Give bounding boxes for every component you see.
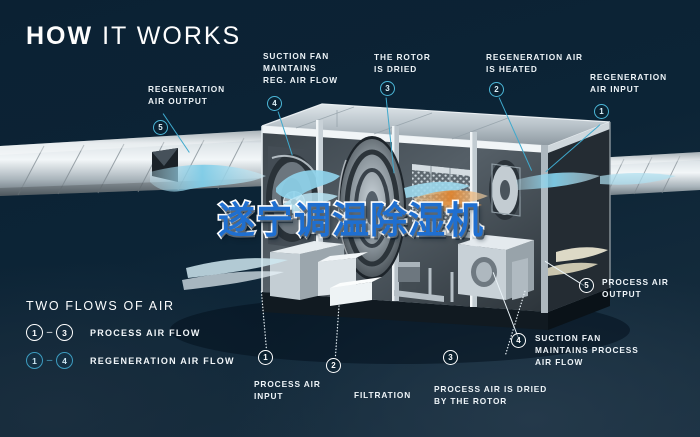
callout-label-regeneration-air-input: REGENERATION AIR INPUT xyxy=(590,72,668,94)
legend-row-process-air-flow: 1 – 3 PROCESS AIR FLOW xyxy=(26,324,235,341)
right-lower-panels xyxy=(458,235,534,300)
legend-label: PROCESS AIR FLOW xyxy=(90,327,201,338)
legend-marker-from: 1 xyxy=(26,352,43,369)
callout-marker-filtration[interactable]: 2 xyxy=(326,358,341,373)
title-bold: HOW xyxy=(26,22,94,50)
callout-marker-rotor-is-dried[interactable]: 3 xyxy=(380,81,395,96)
dehumidifier-cabinet xyxy=(261,103,611,330)
callout-label-process-air-input: PROCESS AIR INPUT xyxy=(254,379,321,401)
callout-label-regeneration-air-output: REGENERATION AIR OUTPUT xyxy=(148,84,226,106)
legend-marker-to: 4 xyxy=(56,352,73,369)
callout-label-suction-fan-reg: SUCTION FAN MAINTAINS REG. AIR FLOW xyxy=(263,51,338,85)
callout-label-process-air-output: PROCESS AIR OUTPUT xyxy=(602,277,669,299)
page-title: HOW IT WORKS xyxy=(26,24,241,49)
airflow-ribbons xyxy=(150,164,676,290)
callout-marker-regeneration-air-output[interactable]: 5 xyxy=(153,120,168,135)
title-light: IT WORKS xyxy=(102,22,242,50)
callout-marker-process-air-input[interactable]: 1 xyxy=(258,350,273,365)
callout-marker-suction-fan-process[interactable]: 4 xyxy=(511,333,526,348)
left-duct xyxy=(0,130,268,196)
legend-marker-from: 1 xyxy=(26,324,43,341)
legend-dash: – xyxy=(46,327,53,338)
legend: TWO FLOWS OF AIR 1 – 3 PROCESS AIR FLOW … xyxy=(26,299,235,380)
callout-marker-regeneration-air-input[interactable]: 1 xyxy=(594,104,609,119)
watermark-text: 遂宁调温除湿机 xyxy=(216,197,484,243)
legend-label: REGENERATION AIR FLOW xyxy=(90,355,235,366)
callout-label-rotor-is-dried: THE ROTOR IS DRIED xyxy=(374,52,431,74)
legend-row-regeneration-air-flow: 1 – 4 REGENERATION AIR FLOW xyxy=(26,352,235,369)
lower-duct-boxes xyxy=(270,241,382,306)
legend-heading: TWO FLOWS OF AIR xyxy=(26,299,175,313)
callout-label-suction-fan-process: SUCTION FAN MAINTAINS PROCESS AIR FLOW xyxy=(535,333,639,367)
callout-label-filtration: FILTRATION xyxy=(354,390,412,400)
legend-marker-to: 3 xyxy=(56,324,73,341)
callout-label-process-air-dried: PROCESS AIR IS DRIED BY THE ROTOR xyxy=(434,384,548,406)
legend-dash: – xyxy=(46,355,53,366)
callout-marker-process-air-dried[interactable]: 3 xyxy=(443,350,458,365)
callout-marker-suction-fan-reg[interactable]: 4 xyxy=(267,96,282,111)
callout-marker-process-air-output[interactable]: 5 xyxy=(579,278,594,293)
regeneration-fan xyxy=(489,160,521,220)
callout-label-regeneration-air-heated: REGENERATION AIR IS HEATED xyxy=(486,52,583,74)
desiccant-rotor xyxy=(337,136,406,280)
callout-marker-regeneration-air-heated[interactable]: 2 xyxy=(489,82,504,97)
